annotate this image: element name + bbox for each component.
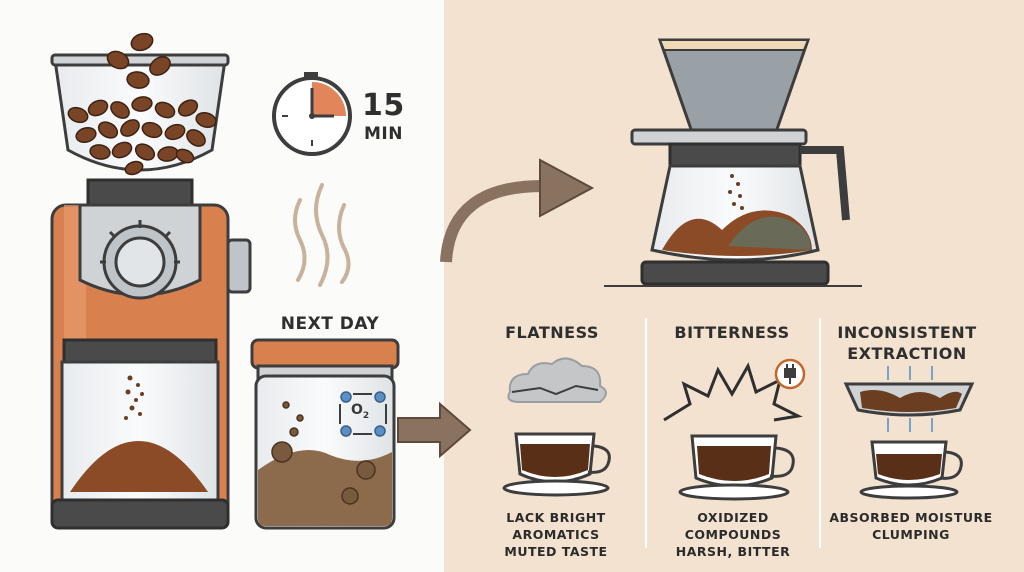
grind-dial [100,220,180,300]
curved-arrow-icon [440,158,595,263]
coffee-cup-icon [678,434,795,501]
storage-jar-icon [250,338,400,530]
coffee-cup-icon [502,432,611,497]
flatness-caption: LACK BRIGHT AROMATICS MUTED TASTE [504,510,608,559]
cloud-icon [507,357,607,403]
bitter-burst-icon [663,362,803,422]
coffee-cup-icon [859,440,963,500]
timer-number: 15 [362,88,405,123]
water-drops-icon [887,366,933,432]
pour-over-brewer-icon [604,38,862,287]
arrow-icon [397,401,472,459]
bitterness-heading: BITTERNESS [674,323,790,342]
plug-icon [774,358,806,390]
flatness-heading: FLATNESS [505,323,599,342]
timer-icon [272,72,352,156]
filter-basket-icon [843,382,975,417]
coffee-beans [67,32,217,176]
coffee-grinder-icon [50,32,252,530]
inconsistent-extraction-caption: ABSORBED MOISTURE CLUMPING [829,510,993,542]
oxygen-cycle-icon [340,391,386,437]
oxygen-label: O2 [351,402,370,421]
steam-icon [293,183,351,287]
inconsistent-extraction-heading: INCONSISTENT EXTRACTION [837,323,977,363]
timer-unit: MIN [364,124,403,144]
next-day-label: NEXT DAY [280,314,380,334]
bitterness-caption: OXIDIZED COMPOUNDS HARSH, BITTER [675,510,791,559]
